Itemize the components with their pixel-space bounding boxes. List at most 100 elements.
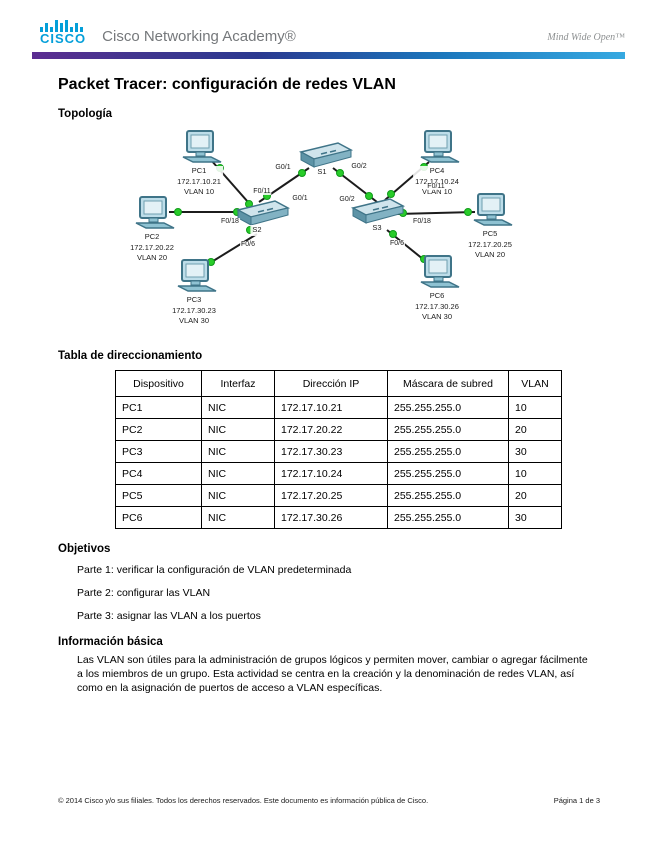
port-label: F0/6 (239, 241, 257, 248)
background-paragraph: Las VLAN son útiles para la administraci… (77, 654, 588, 694)
table-cell: NIC (201, 506, 275, 529)
device-detail: 172.17.20.22 (128, 242, 176, 253)
link-status-dot (174, 208, 182, 216)
cisco-logo: CISCO (40, 18, 86, 45)
table-cell: 255.255.255.0 (387, 396, 509, 419)
port-label: F0/11 (252, 188, 272, 195)
pc-icon (177, 259, 217, 292)
port-label: G0/2 (350, 163, 368, 170)
header-accent-bar (32, 52, 625, 59)
link-status-dot (336, 169, 344, 177)
objectives-list: Parte 1: verificar la configuración de V… (77, 564, 600, 622)
device-name: PC1 (175, 166, 223, 177)
objective-item: Parte 2: configurar las VLAN (77, 587, 211, 599)
footer-page-number: Página 1 de 3 (553, 796, 600, 805)
device-detail: VLAN 30 (170, 316, 218, 327)
table-cell: NIC (201, 418, 275, 441)
device-name: PC4 (413, 166, 461, 177)
port-label: F0/18 (220, 218, 240, 225)
device-detail: VLAN 10 (175, 187, 223, 198)
device-name: PC6 (413, 291, 461, 302)
objective-item: Parte 1: verificar la configuración de V… (77, 564, 352, 576)
device-detail: 172.17.20.25 (466, 239, 514, 250)
device-pc3 (177, 259, 217, 299)
column-header: Dirección IP (274, 370, 388, 397)
device-detail: VLAN 30 (413, 312, 461, 323)
tagline-text: Mind Wide Open™ (547, 32, 625, 43)
table-cell: 172.17.30.23 (274, 440, 388, 463)
page-content: Packet Tracer: configuración de redes VL… (0, 76, 655, 695)
link-status-dot (365, 192, 373, 200)
device-name: PC2 (128, 232, 176, 243)
port-label: G0/2 (338, 196, 356, 203)
device-name: PC3 (170, 295, 218, 306)
table-cell: PC4 (115, 462, 202, 485)
logo-group: CISCO Cisco Networking Academy® (40, 18, 296, 45)
port-label: G0/1 (291, 195, 309, 202)
link-status-dot (464, 208, 472, 216)
port-label: F0/18 (412, 218, 432, 225)
brand-text: Cisco Networking Academy® (102, 28, 296, 45)
device-pc1 (182, 130, 222, 170)
device-detail: VLAN 20 (128, 253, 176, 264)
table-cell: 20 (508, 484, 562, 507)
device-name: S2 (250, 225, 264, 236)
device-label-s1: S1 (315, 167, 329, 178)
pc-icon (420, 130, 460, 163)
device-detail: 172.17.10.24 (413, 176, 461, 187)
table-cell: NIC (201, 440, 275, 463)
table-cell: 172.17.30.26 (274, 506, 388, 529)
pc-icon (182, 130, 222, 163)
cisco-logo-text: CISCO (40, 31, 87, 46)
pc-icon (473, 193, 513, 226)
table-cell: 30 (508, 506, 562, 529)
device-s2 (235, 198, 291, 233)
device-detail: 172.17.30.26 (413, 301, 461, 312)
table-cell: PC3 (115, 440, 202, 463)
device-name: PC5 (466, 229, 514, 240)
page-header: CISCO Cisco Networking Academy® Mind Wid… (0, 0, 655, 45)
device-name: S3 (370, 223, 384, 234)
column-header: Máscara de subred (387, 370, 509, 397)
port-label: G0/1 (274, 164, 292, 171)
device-detail: VLAN 20 (466, 250, 514, 261)
link-status-dot (298, 169, 306, 177)
table-cell: 172.17.10.21 (274, 396, 388, 419)
heading-background: Información básica (58, 636, 163, 648)
link-status-dot (387, 190, 395, 198)
objective-item: Parte 3: asignar las VLAN a los puertos (77, 610, 261, 622)
table-cell: 172.17.10.24 (274, 462, 388, 485)
device-label-s3: S3 (370, 223, 384, 234)
switch-icon (235, 200, 291, 226)
port-label: F0/6 (388, 240, 406, 247)
heading-addressing: Tabla de direccionamiento (58, 350, 203, 362)
cisco-logo-bars-icon (40, 20, 83, 32)
device-s1 (298, 140, 354, 175)
table-cell: NIC (201, 396, 275, 419)
footer-copyright: © 2014 Cisco y/o sus filiales. Todos los… (58, 796, 429, 805)
pc-icon (420, 255, 460, 288)
device-pc6 (420, 255, 460, 295)
pc-icon (135, 196, 175, 229)
heading-topology: Topología (58, 108, 113, 120)
table-cell: 172.17.20.22 (274, 418, 388, 441)
table-cell: PC1 (115, 396, 202, 419)
table-cell: 20 (508, 418, 562, 441)
table-cell: 255.255.255.0 (387, 418, 509, 441)
table-cell: 255.255.255.0 (387, 484, 509, 507)
device-detail: VLAN 10 (413, 187, 461, 198)
page-footer: © 2014 Cisco y/o sus filiales. Todos los… (58, 796, 600, 805)
